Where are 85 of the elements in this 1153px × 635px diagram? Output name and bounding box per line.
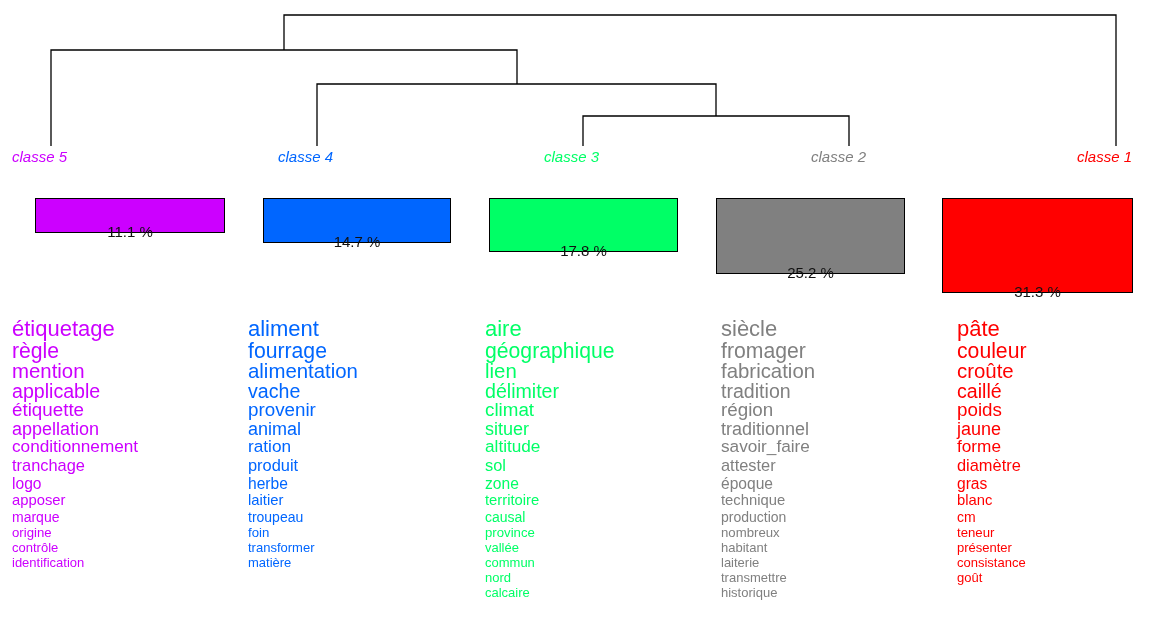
word-label: province [485, 526, 536, 540]
word-label: production [721, 510, 788, 524]
word-label: lien [485, 361, 517, 382]
word-label: habitant [721, 541, 769, 555]
word-label: étiquette [12, 401, 85, 420]
word-label: forme [957, 438, 1002, 456]
percentage-label: 25.2 % [786, 264, 835, 281]
word-label: laiterie [721, 556, 761, 570]
class-label: classe 5 [12, 148, 68, 165]
word-label: pâte [957, 318, 1001, 340]
word-label: règle [12, 340, 60, 362]
word-label: origine [12, 526, 53, 540]
word-label: traditionnel [721, 420, 811, 438]
word-label: poids [957, 401, 1003, 420]
word-label: tranchage [12, 457, 86, 474]
word-label: calcaire [485, 586, 531, 600]
word-label: applicable [12, 381, 102, 402]
word-label: couleur [957, 340, 1027, 362]
word-label: matière [248, 556, 293, 570]
word-label: époque [721, 475, 775, 492]
word-label: contrôle [12, 541, 60, 555]
word-label: laitier [248, 493, 285, 508]
word-label: teneur [957, 526, 996, 540]
word-label: savoir_faire [721, 438, 811, 456]
word-label: aliment [248, 318, 320, 340]
percentage-label: 14.7 % [332, 233, 382, 250]
class-label: classe 4 [278, 148, 334, 165]
word-label: cm [957, 510, 977, 524]
word-label: technique [721, 493, 787, 508]
word-label: transmettre [721, 571, 788, 585]
word-label: produit [248, 457, 300, 474]
word-label: vache [248, 381, 302, 402]
word-label: diamètre [957, 457, 1022, 474]
word-label: mention [12, 361, 86, 382]
word-label: croûte [957, 361, 1015, 382]
word-label: tradition [721, 381, 792, 402]
word-label: sol [485, 457, 507, 474]
word-label: région [721, 401, 775, 420]
word-label: fromager [721, 340, 806, 362]
word-label: zone [485, 475, 520, 492]
word-label: herbe [248, 475, 289, 492]
word-label: transformer [248, 541, 316, 555]
word-label: climat [485, 401, 536, 420]
word-label: aire [485, 318, 523, 340]
word-label: animal [248, 420, 302, 438]
word-label: ration [248, 438, 292, 456]
word-label: blanc [957, 493, 994, 508]
word-label: vallée [485, 541, 520, 555]
word-label: étiquetage [12, 318, 116, 340]
word-label: consistance [957, 556, 1027, 570]
word-label: conditionnement [12, 438, 139, 456]
word-label: délimiter [485, 381, 561, 402]
word-label: fourrage [248, 340, 327, 362]
percentage-label: 11.1 % [106, 223, 154, 240]
word-label: gras [957, 475, 989, 492]
word-label: attester [721, 457, 777, 474]
word-label: situer [485, 420, 530, 438]
word-label: goût [957, 571, 984, 585]
word-label: siècle [721, 318, 779, 340]
word-label: nord [485, 571, 513, 585]
word-label: jaune [957, 420, 1003, 438]
word-label: marque [12, 510, 61, 524]
word-label: géographique [485, 340, 615, 362]
word-label: alimentation [248, 361, 358, 382]
word-label: historique [721, 586, 779, 600]
word-label: foin [248, 526, 271, 540]
class-label: classe 2 [811, 148, 867, 165]
word-label: caillé [957, 381, 1003, 402]
word-label: fabrication [721, 361, 816, 382]
word-label: logo [12, 475, 43, 492]
word-label: troupeau [248, 510, 305, 524]
word-label: provenir [248, 401, 317, 420]
class-label: classe 3 [544, 148, 600, 165]
percentage-label: 31.3 % [1013, 283, 1062, 300]
word-label: identification [12, 556, 86, 570]
word-label: appellation [12, 420, 100, 438]
word-label: altitude [485, 438, 542, 456]
word-label: commun [485, 556, 536, 570]
word-label: présenter [957, 541, 1013, 555]
word-label: causal [485, 510, 527, 524]
word-label: apposer [12, 493, 67, 508]
word-label: nombreux [721, 526, 781, 540]
percentage-label: 17.8 % [559, 242, 608, 259]
word-label: territoire [485, 493, 541, 508]
class-label: classe 1 [1077, 148, 1133, 165]
